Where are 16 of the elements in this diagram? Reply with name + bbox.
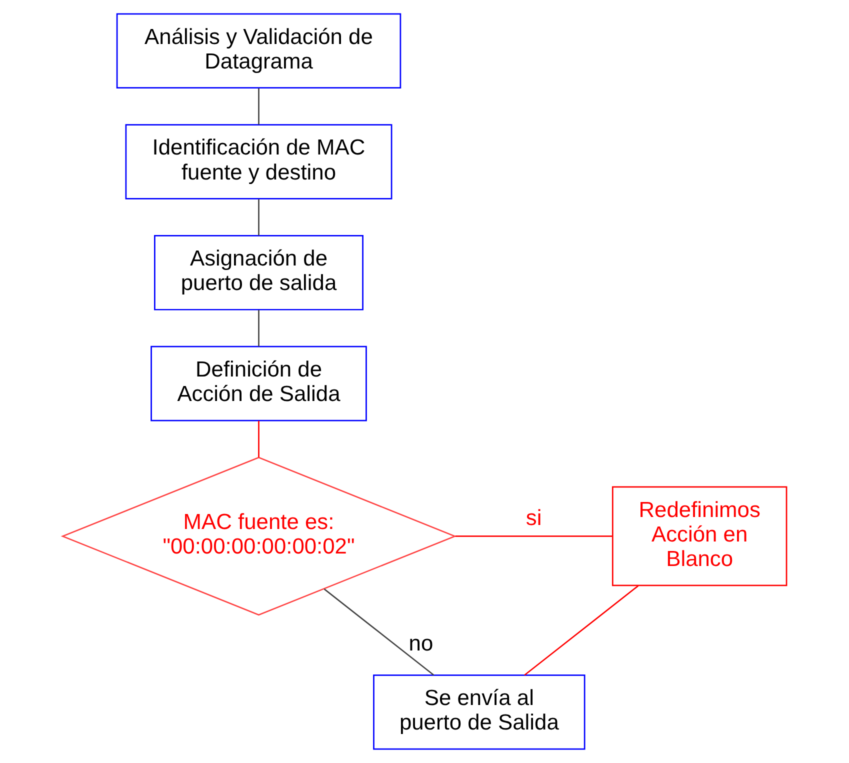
node-box: Asignación de puerto de salida bbox=[154, 235, 364, 310]
connector bbox=[324, 588, 434, 676]
node-box: Análisis y Validación de Datagrama bbox=[116, 13, 402, 89]
node-diamond: MAC fuente es: "00:00:00:00:00:02" bbox=[60, 456, 457, 616]
connector bbox=[258, 199, 260, 236]
node-box: Definición de Acción de Salida bbox=[150, 346, 367, 422]
edge-label: no bbox=[408, 630, 434, 656]
connector bbox=[258, 88, 260, 125]
node-box: Redefinimos Acción en Blanco bbox=[612, 486, 788, 586]
node-box: Se envía al puerto de Salida bbox=[373, 674, 586, 750]
connector bbox=[455, 536, 612, 537]
connector bbox=[258, 310, 260, 346]
node-box: Identificación de MAC fuente y destino bbox=[125, 124, 392, 200]
connector bbox=[524, 585, 639, 676]
edge-label: si bbox=[526, 504, 542, 530]
connector bbox=[258, 420, 260, 458]
